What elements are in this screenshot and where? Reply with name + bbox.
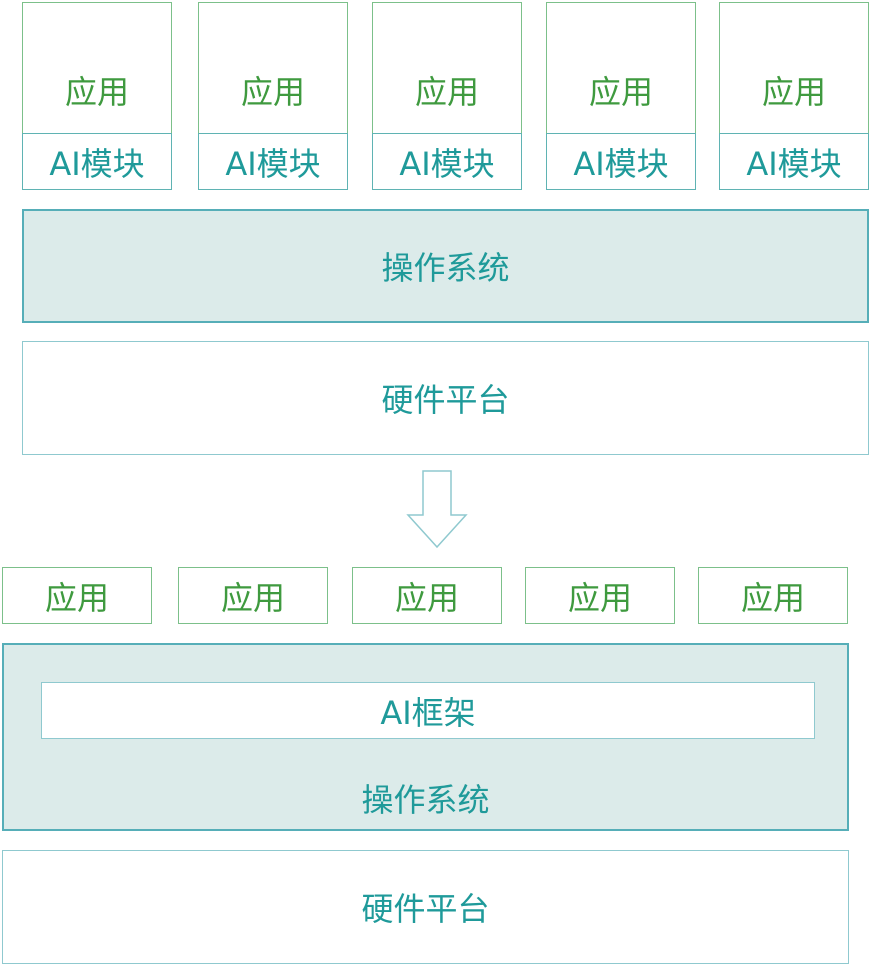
ai-module-label: AI模块 [225, 144, 321, 183]
bottom-app-label: 应用 [220, 578, 285, 617]
bottom-app-box: 应用 [698, 567, 848, 624]
top-ai-module-box: AI模块 [198, 133, 348, 190]
top-app-label: 应用 [761, 73, 826, 111]
top-os-label: 操作系统 [381, 249, 510, 287]
top-ai-module-box: AI模块 [546, 133, 696, 190]
top-app-label: 应用 [588, 73, 653, 111]
bottom-app-box: 应用 [525, 567, 675, 624]
bottom-app-box: 应用 [352, 567, 502, 624]
bottom-hardware-label: 硬件平台 [361, 890, 490, 928]
top-app-box: 应用 [198, 2, 348, 134]
bottom-os-box: AI框架 操作系统 [2, 643, 849, 831]
top-app-box: 应用 [719, 2, 869, 134]
bottom-hardware-box: 硬件平台 [2, 850, 849, 964]
top-hardware-label: 硬件平台 [381, 381, 510, 419]
top-ai-module-box: AI模块 [372, 133, 522, 190]
top-ai-module-box: AI模块 [22, 133, 172, 190]
bottom-app-label: 应用 [44, 578, 109, 617]
bottom-app-label: 应用 [394, 578, 459, 617]
top-app-box: 应用 [372, 2, 522, 134]
ai-module-label: AI模块 [573, 144, 669, 183]
top-hardware-box: 硬件平台 [22, 341, 869, 455]
top-app-label: 应用 [240, 73, 305, 111]
ai-module-label: AI模块 [49, 144, 145, 183]
top-app-box: 应用 [546, 2, 696, 134]
down-arrow-icon [406, 470, 468, 549]
bottom-app-box: 应用 [2, 567, 152, 624]
top-os-box: 操作系统 [22, 209, 869, 323]
bottom-app-label: 应用 [567, 578, 632, 617]
bottom-app-box: 应用 [178, 567, 328, 624]
top-app-label: 应用 [414, 73, 479, 111]
ai-framework-box: AI框架 [41, 682, 815, 739]
ai-framework-label: AI框架 [380, 693, 476, 732]
bottom-os-label: 操作系统 [361, 781, 490, 819]
top-ai-module-box: AI模块 [719, 133, 869, 190]
top-app-box: 应用 [22, 2, 172, 134]
top-app-label: 应用 [64, 73, 129, 111]
ai-module-label: AI模块 [746, 144, 842, 183]
ai-module-label: AI模块 [399, 144, 495, 183]
bottom-app-label: 应用 [740, 578, 805, 617]
